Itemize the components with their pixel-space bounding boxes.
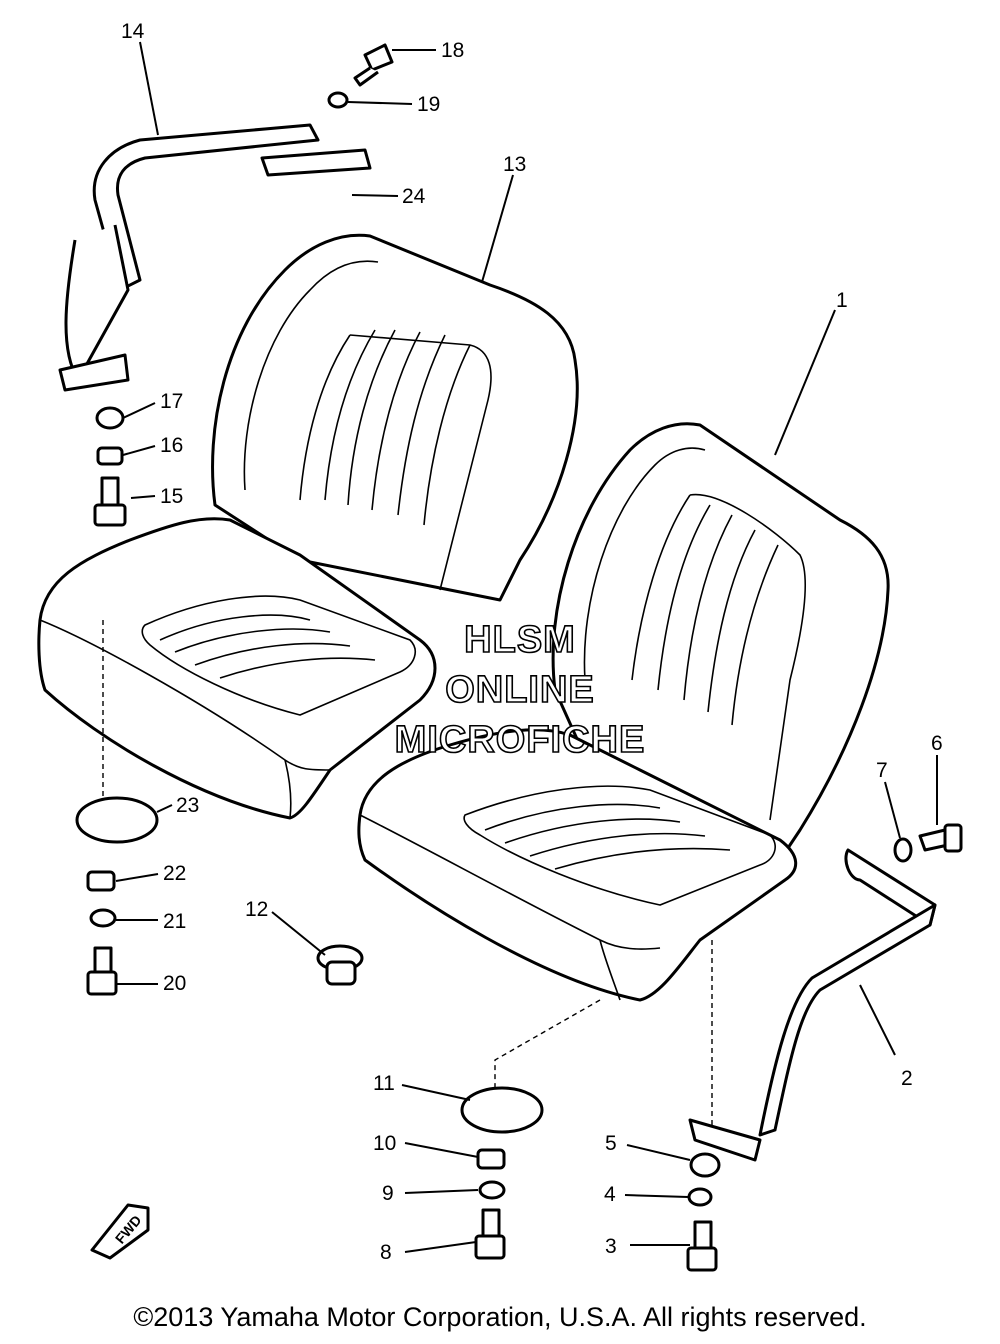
nut-10 (476, 1148, 506, 1170)
front-seat (357, 422, 890, 1125)
front-direction-marker: FWD (90, 1203, 150, 1260)
washer-9 (478, 1180, 506, 1200)
callout-21: 21 (163, 910, 186, 933)
bolt-6 (918, 823, 963, 853)
callout-8: 8 (380, 1241, 392, 1264)
bolt-3 (686, 1220, 718, 1272)
callout-labels: 1 2 3 4 5 6 7 8 9 10 11 12 13 14 15 16 1… (121, 20, 943, 1264)
callout-7: 7 (876, 759, 888, 782)
callout-19: 19 (417, 93, 440, 116)
watermark-line-1: HLSM (464, 619, 576, 661)
callout-6: 6 (931, 732, 943, 755)
rear-handle-bar (58, 123, 372, 392)
callout-17: 17 (160, 390, 183, 413)
callout-23: 23 (176, 794, 199, 817)
washer-16 (96, 446, 124, 466)
callout-15: 15 (160, 485, 183, 508)
callout-20: 20 (163, 972, 186, 995)
cap-11 (460, 1086, 544, 1134)
callout-13: 13 (503, 153, 526, 176)
watermark-line-3: MICROFICHE (395, 719, 646, 761)
bolt-18 (353, 43, 394, 87)
washer-21 (89, 908, 117, 928)
callout-11: 11 (373, 1072, 395, 1095)
callout-1: 1 (836, 289, 848, 312)
callout-18: 18 (441, 39, 464, 62)
copyright-notice: ©2013 Yamaha Motor Corporation, U.S.A. A… (133, 1302, 867, 1332)
nut-22 (86, 870, 116, 892)
nut-19 (327, 91, 349, 109)
callout-22: 22 (163, 862, 186, 885)
bolt-8 (474, 1208, 506, 1260)
callout-9: 9 (382, 1182, 394, 1205)
callout-2: 2 (901, 1067, 913, 1090)
callout-14: 14 (121, 20, 145, 43)
washer-7 (893, 837, 913, 863)
rear-seat (37, 233, 579, 830)
callout-10: 10 (373, 1132, 396, 1155)
watermark-line-2: ONLINE (445, 669, 595, 711)
bolt-15 (93, 476, 127, 527)
nut-5 (689, 1152, 721, 1178)
nut-17 (95, 406, 125, 430)
cap-23 (75, 796, 159, 844)
washer-4 (687, 1187, 713, 1207)
callout-3: 3 (605, 1235, 617, 1258)
watermark: HLSM ONLINE MICROFICHE (394, 618, 646, 762)
callout-16: 16 (160, 434, 183, 457)
front-handle-bar (688, 848, 937, 1162)
callout-24: 24 (402, 185, 426, 208)
leader-lines (115, 41, 938, 1253)
grommet-12 (316, 944, 364, 986)
callout-5: 5 (605, 1132, 617, 1155)
callout-12: 12 (245, 898, 268, 921)
bolt-20 (86, 946, 118, 996)
callout-4: 4 (604, 1183, 616, 1206)
